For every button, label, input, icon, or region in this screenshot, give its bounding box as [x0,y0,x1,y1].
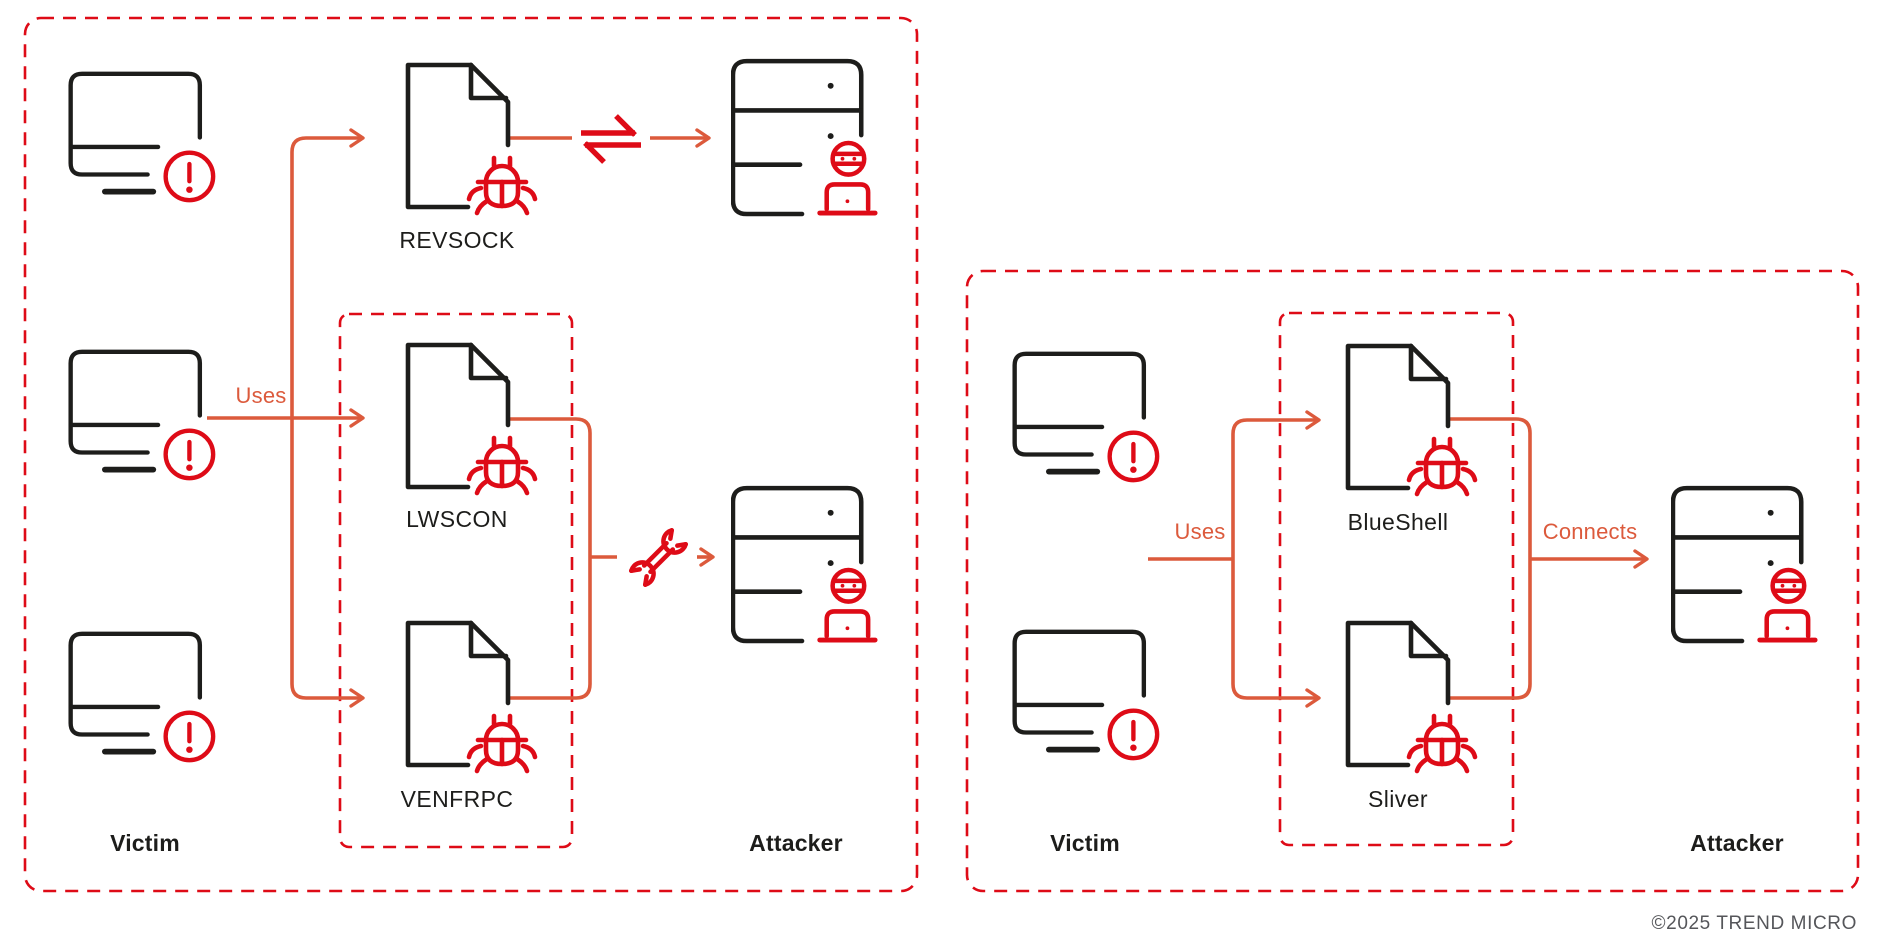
left-proxy-tools-boundary [338,312,574,849]
attacker-server-icon [731,58,879,228]
malware-file-icon [1338,618,1478,776]
uses-arrow-venfrpc [290,418,365,708]
wrench-icon [623,522,694,593]
attacker-server-icon [1671,485,1819,655]
computer-alert-icon [1008,350,1160,483]
malware-name-label: BlueShell [1347,509,1449,535]
attacker-role-label: Attacker [749,830,843,856]
copyright-text: ©2025 TREND MICRO [1651,913,1857,934]
uses-flow-label: Uses [1174,519,1226,544]
uses-arrow-blueshell [1231,410,1321,559]
computer-alert-icon [64,70,216,203]
victim-role-label: Victim [110,830,180,856]
connects-flow-label: Connects [1542,519,1638,544]
malware-name-label: Sliver [1368,786,1428,812]
uses-flow-label: Uses [235,383,287,408]
computer-alert-icon [64,348,216,481]
right-implant-boundary [1278,311,1515,847]
malware-file-icon [398,618,538,776]
uses-arrow-revsock [290,128,365,418]
malware-name-label: VENFRPC [400,786,514,812]
attacker-server-icon [731,485,879,655]
left-panel-boundary [23,16,919,893]
right-panel-boundary [965,269,1860,893]
computer-alert-icon [1008,628,1160,761]
malware-name-label: LWSCON [406,506,508,532]
malware-file-icon [398,60,538,218]
uses-arrow-sliver [1231,559,1321,708]
victim-role-label: Victim [1050,830,1120,856]
computer-alert-icon [64,630,216,763]
attacker-role-label: Attacker [1690,830,1784,856]
malware-name-label: REVSOCK [399,227,515,253]
malware-file-icon [398,340,538,498]
malware-file-icon [1338,341,1478,499]
exchange-arrows-icon [579,112,643,168]
